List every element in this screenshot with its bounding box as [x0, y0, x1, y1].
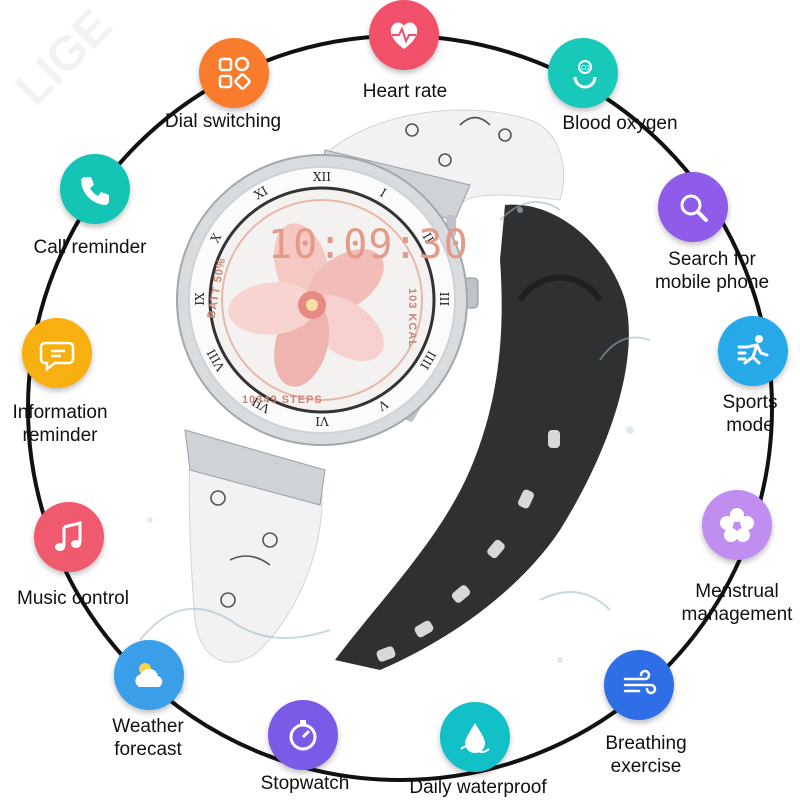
sports-mode-icon-badge	[718, 316, 788, 386]
dial-label: Dial switching	[164, 111, 282, 132]
magnifier-icon	[680, 194, 708, 222]
stopwatch-label: Stopwatch	[260, 773, 350, 794]
music-note-icon	[55, 521, 82, 551]
information-icon-badge	[22, 318, 92, 388]
flower-graphic	[228, 223, 384, 387]
watch-time: 10:09:30	[268, 222, 469, 268]
flower-icon	[720, 508, 754, 542]
blood-oxygen-label: Blood oxygen	[562, 113, 678, 134]
dark-strap	[335, 204, 629, 670]
weather-icon	[135, 663, 163, 687]
runner-icon	[737, 335, 769, 365]
search-phone-icon-badge	[658, 172, 728, 242]
music-label: Music control	[17, 588, 129, 609]
strap-flowers	[210, 116, 512, 608]
call-icon-badge	[60, 154, 130, 224]
waterproof-icon-badge	[440, 702, 510, 772]
breathing-icon-badge	[604, 650, 674, 720]
strap-holes	[376, 430, 560, 662]
wind-icon	[623, 669, 657, 695]
svg-text:O2: O2	[581, 65, 590, 72]
heart-rate-label: Heart rate	[362, 81, 448, 102]
water-drop-icon	[460, 723, 490, 753]
watch-steps: 10349 STEPS	[242, 394, 323, 406]
waterproof-label: Daily waterproof	[409, 777, 547, 798]
chat-bubble-icon	[39, 341, 75, 372]
roman-numeral: XII	[312, 170, 332, 184]
call-label: Call reminder	[33, 237, 147, 258]
heart-pulse-icon	[390, 22, 418, 49]
music-icon-badge	[34, 502, 104, 572]
heart-rate-icon-badge	[369, 0, 439, 70]
dial-grid-icon	[218, 56, 251, 90]
stopwatch-icon-badge	[268, 700, 338, 770]
o2-drop-icon: O2	[573, 60, 597, 89]
stopwatch-icon	[289, 720, 317, 751]
weather-icon-badge	[114, 640, 184, 710]
phone-icon	[81, 177, 109, 205]
menstrual-icon-badge	[702, 490, 772, 560]
dial-icon-badge	[199, 38, 269, 108]
blood-oxygen-icon-badge: O2	[548, 38, 618, 108]
